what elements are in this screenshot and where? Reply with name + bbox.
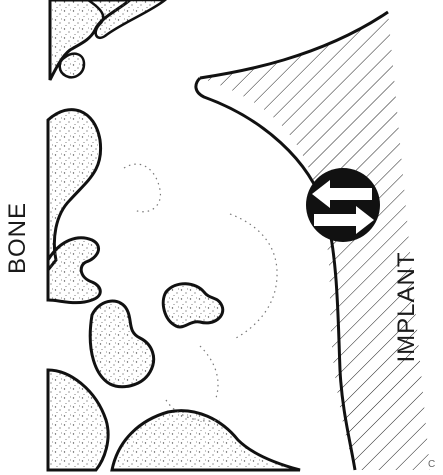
corner-mark: C — [428, 459, 435, 470]
bone-region-bottom-left — [48, 370, 108, 470]
bone-region-bottom-center — [112, 411, 300, 470]
bone-region-left-lobe — [48, 238, 100, 303]
double-arrow-icon — [306, 168, 380, 242]
implant-label: IMPLANT — [393, 251, 420, 362]
bone-dotted-contour-1 — [124, 164, 160, 212]
bone-region-top-small — [60, 54, 84, 78]
bone-region-center-island — [90, 301, 153, 387]
implant-hatched-region — [200, 12, 430, 470]
bone-label: BONE — [4, 202, 31, 274]
bone-region-small-island — [163, 284, 223, 327]
bone-dotted-contour-3 — [200, 346, 218, 398]
bone-dotted-contour-2 — [230, 214, 277, 338]
